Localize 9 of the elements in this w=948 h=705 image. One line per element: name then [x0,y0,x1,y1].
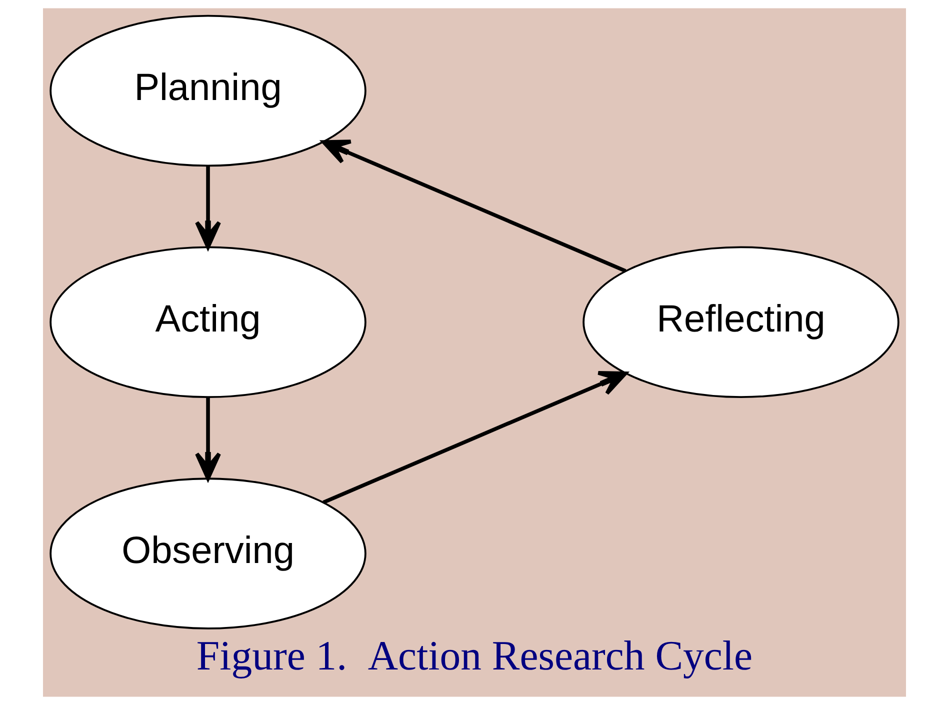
node-ellipse: Reflecting [582,246,899,398]
node-ellipse: Observing [49,478,366,630]
arrow [321,140,626,273]
node-ellipse: Planning [49,14,366,167]
arrow [194,397,220,480]
caption: Figure 1. Action Research Cycle [196,633,752,680]
arrow [194,166,220,250]
arrow [322,371,627,504]
node-ellipse: Acting [49,246,366,398]
